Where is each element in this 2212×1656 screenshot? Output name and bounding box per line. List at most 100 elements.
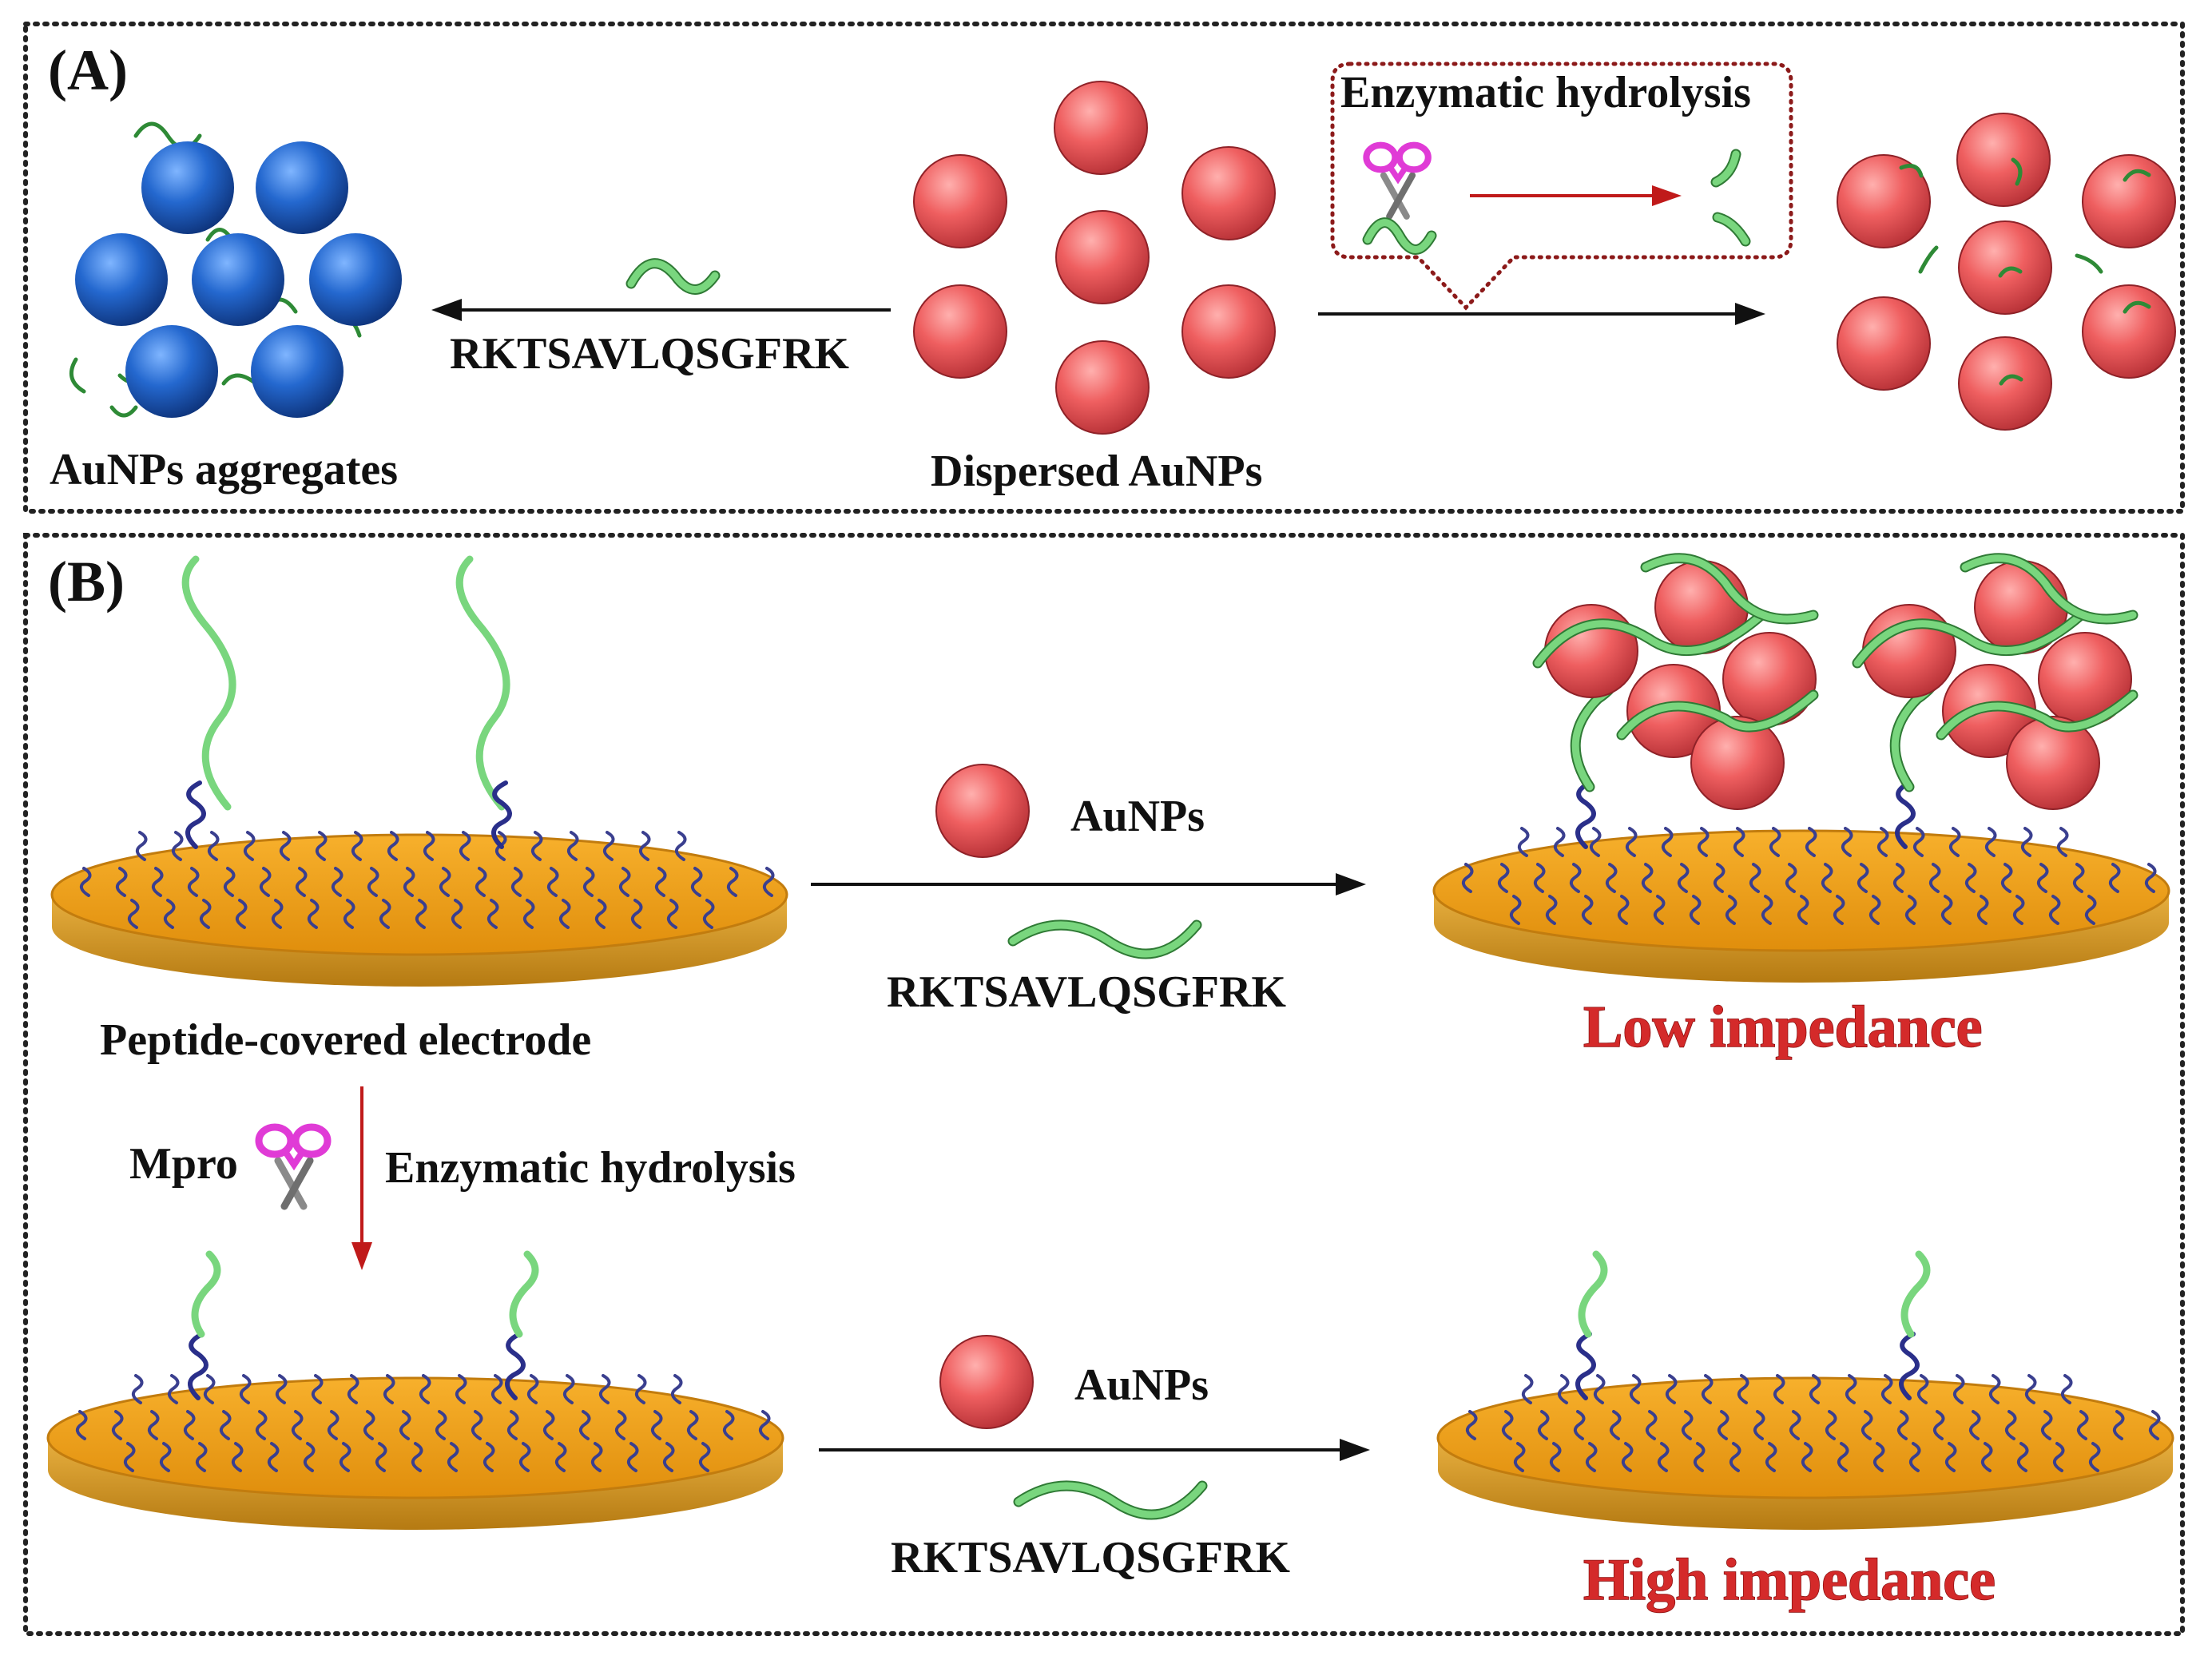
- linker-strand: [411, 1442, 423, 1472]
- linker-strand: [343, 899, 355, 929]
- linker-strand: [558, 899, 571, 929]
- panel-b-tag: (B): [48, 550, 125, 614]
- linker-strand: [339, 1442, 351, 1472]
- linker-strand: [1569, 863, 1582, 893]
- linker-strand: [2052, 1442, 2065, 1472]
- hydrolysis-callout: Enzymatic hydrolysis: [1330, 62, 1793, 311]
- linker-strand: [331, 867, 344, 897]
- linker-strand: [315, 831, 328, 861]
- monolayer-linkers: [79, 831, 775, 929]
- linker-strand: [1533, 863, 1546, 893]
- linker-strand: [451, 899, 463, 929]
- linker-strand: [546, 867, 559, 897]
- linker-strand: [2108, 863, 2121, 893]
- linker-strand: [423, 831, 435, 861]
- linker-strand: [1701, 1374, 1714, 1404]
- linker-strand: [415, 899, 427, 929]
- linker-strand: [1789, 1410, 1801, 1440]
- linker-strand: [1545, 895, 1558, 925]
- linker-strand: [1821, 863, 1833, 893]
- linker-strand: [1537, 1410, 1550, 1440]
- linker-strand: [1896, 1410, 1909, 1440]
- linker-strand: [1589, 827, 1602, 857]
- linker-strand: [1461, 863, 1474, 893]
- aunp-sphere-icon: [939, 1335, 1034, 1429]
- linker-strand: [375, 1442, 387, 1472]
- linker-strand: [1833, 895, 1845, 925]
- linker-strand: [367, 867, 379, 897]
- linker-strand: [614, 1410, 627, 1440]
- linker-strand: [1797, 895, 1809, 925]
- linker-strand: [1825, 1410, 1837, 1440]
- linker-strand: [387, 831, 399, 861]
- linker-strand: [1661, 827, 1674, 857]
- linker-strand: [518, 1442, 531, 1472]
- linker-strand: [650, 1410, 663, 1440]
- dispersed-label: Dispersed AuNPs: [931, 447, 1262, 496]
- linker-strand: [1908, 1442, 1921, 1472]
- panel-b-frame: [23, 533, 2185, 1636]
- linker-strand: [526, 1374, 539, 1404]
- linker-strand: [594, 899, 607, 929]
- linker-strand: [2020, 827, 2033, 857]
- linker-strand: [79, 867, 92, 897]
- linker-strand: [698, 1442, 711, 1472]
- linker-strand: [1677, 863, 1690, 893]
- linker-strand: [379, 899, 391, 929]
- linker-strand: [1876, 827, 1889, 857]
- linker-strand: [1697, 827, 1710, 857]
- linker-strand: [2004, 1410, 2017, 1440]
- linker-strand: [111, 1410, 124, 1440]
- panel-a-tag: (A): [48, 38, 128, 102]
- linker-strand: [1872, 1442, 1885, 1472]
- linker-strand: [1785, 863, 1797, 893]
- linker-strand: [151, 867, 164, 897]
- linker-strand: [295, 867, 308, 897]
- linker-strand: [1904, 895, 1917, 925]
- linker-strand: [1553, 827, 1566, 857]
- linker-strand: [183, 1410, 196, 1440]
- linker-strand: [2048, 895, 2061, 925]
- linker-strand: [275, 1374, 288, 1404]
- linker-strand: [626, 1442, 639, 1472]
- linker-strand: [223, 867, 236, 897]
- linker-strand: [758, 1410, 771, 1440]
- linker-strand: [271, 899, 284, 929]
- linker-strand: [171, 831, 184, 861]
- linker-strand: [1621, 1442, 1634, 1472]
- linker-strand: [1841, 827, 1853, 857]
- linker-strand: [1717, 1410, 1729, 1440]
- linker-strand: [1948, 827, 1961, 857]
- linker-strand: [195, 1442, 208, 1472]
- linker-strand: [347, 1374, 359, 1404]
- linker-strand: [311, 1374, 324, 1404]
- linker-strand: [598, 1374, 611, 1404]
- captured-aunp-cluster-right: [1852, 553, 2139, 810]
- linker-strand: [1805, 827, 1817, 857]
- linker-strand: [1645, 1410, 1658, 1440]
- linker-strand: [1753, 1410, 1765, 1440]
- linker-strand: [2076, 1410, 2089, 1440]
- aunp-aggregate-cluster: [69, 121, 402, 418]
- linker-strand: [167, 1374, 180, 1404]
- linker-strand: [471, 1410, 483, 1440]
- bottom-reagent-label: AuNPs: [1074, 1360, 1209, 1410]
- linker-strand: [1749, 863, 1761, 893]
- linker-strand: [2012, 895, 2025, 925]
- dispersed-aunps-after-cleavage: [1837, 113, 2176, 431]
- linker-strand: [303, 1442, 316, 1472]
- linker-strand: [2040, 1410, 2053, 1440]
- linker-strand: [123, 1442, 136, 1472]
- linker-strand: [490, 1374, 503, 1404]
- linker-strand: [1733, 827, 1745, 857]
- monolayer-linkers: [75, 1374, 771, 1472]
- linker-strand: [1868, 895, 1881, 925]
- linker-strand: [291, 1410, 304, 1440]
- linker-strand: [419, 1374, 431, 1404]
- linker-strand: [1932, 1410, 1945, 1440]
- linker-strand: [383, 1374, 395, 1404]
- linker-strand: [630, 899, 643, 929]
- linker-strand: [634, 1374, 647, 1404]
- linker-strand: [590, 1442, 603, 1472]
- linker-strand: [199, 899, 212, 929]
